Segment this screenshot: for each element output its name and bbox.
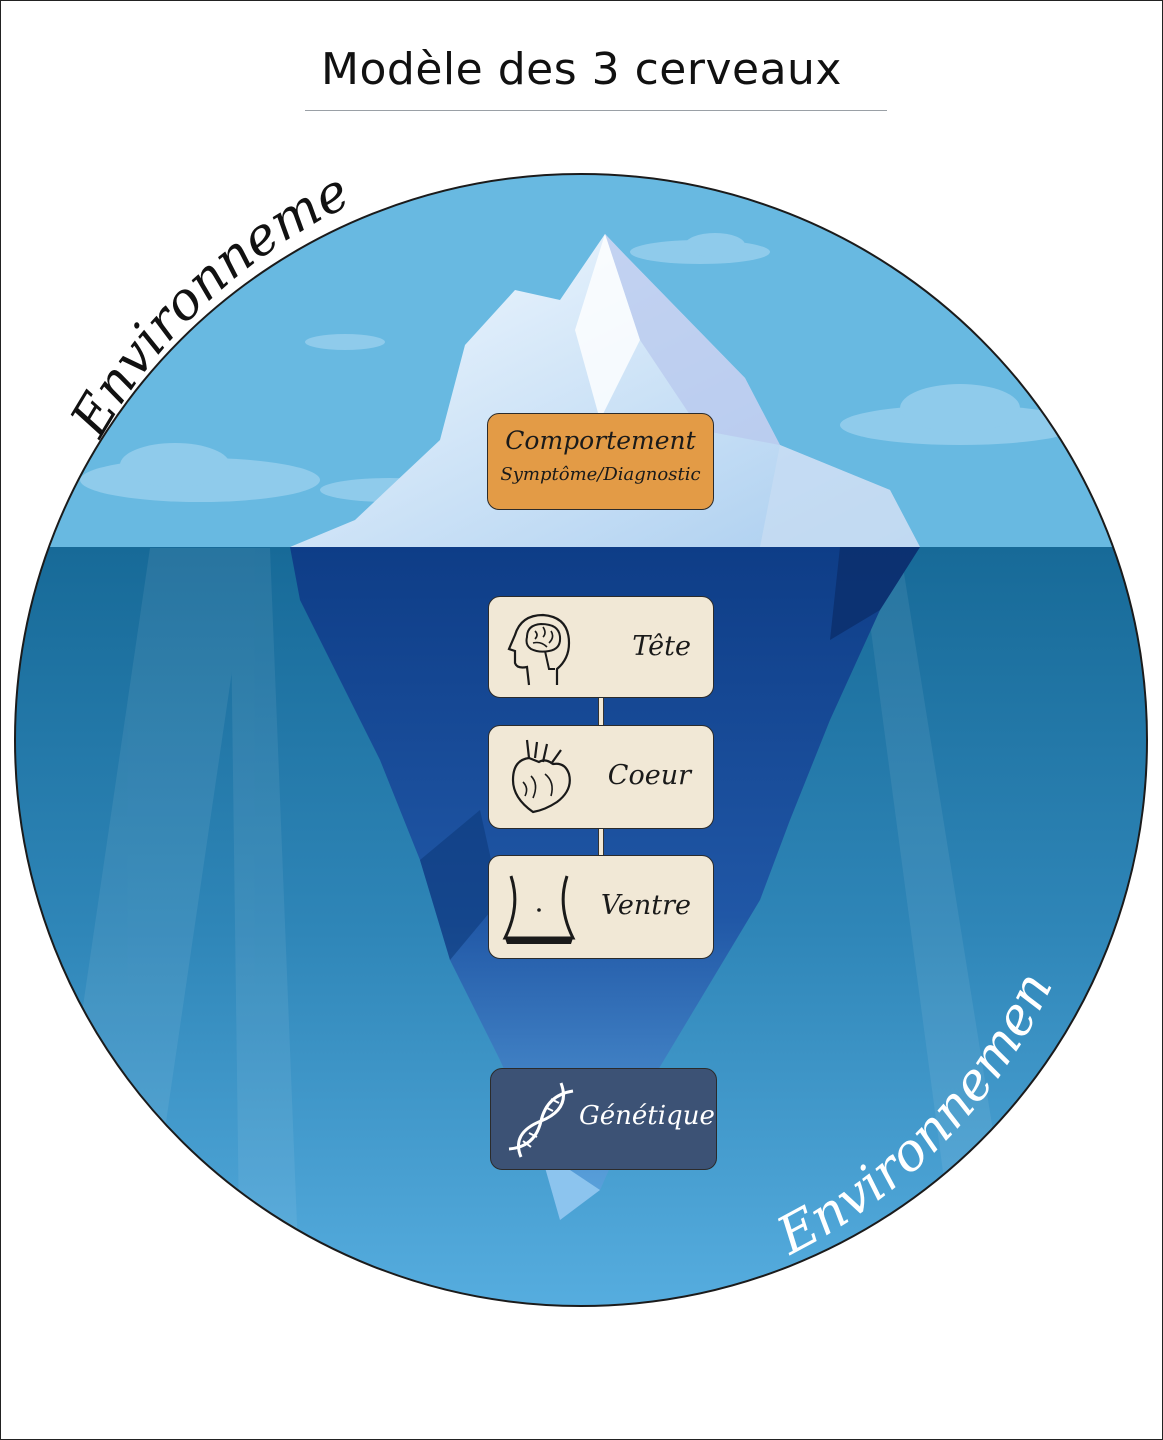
behavior-label: Comportement xyxy=(505,426,696,455)
brain-label-belly: Ventre xyxy=(600,890,691,921)
connector-line xyxy=(598,698,604,725)
connector-line xyxy=(598,829,604,855)
iceberg-tip xyxy=(290,234,920,547)
genetics-box: Génétique xyxy=(490,1068,717,1170)
cloud xyxy=(80,443,460,502)
behavior-sublabel: Symptôme/Diagnostic xyxy=(500,464,701,485)
brain-box-head: Tête xyxy=(488,596,714,698)
head-brain-icon xyxy=(507,613,571,686)
behavior-box: Comportement Symptôme/Diagnostic xyxy=(487,413,714,510)
genetics-label: Génétique xyxy=(579,1101,715,1131)
cloud xyxy=(840,384,1080,445)
belly-icon xyxy=(502,875,576,944)
circle-outline xyxy=(14,173,1148,1307)
dna-icon xyxy=(508,1082,574,1158)
brain-label-heart: Coeur xyxy=(607,760,691,791)
brain-box-heart: Coeur xyxy=(488,725,714,829)
page-title: Modèle des 3 cerveaux xyxy=(321,44,842,95)
brain-box-belly: Ventre xyxy=(488,855,714,959)
cloud xyxy=(305,233,770,350)
title-underline xyxy=(305,110,887,111)
anatomical-heart-icon xyxy=(511,739,571,814)
brain-label-head: Tête xyxy=(632,631,691,662)
